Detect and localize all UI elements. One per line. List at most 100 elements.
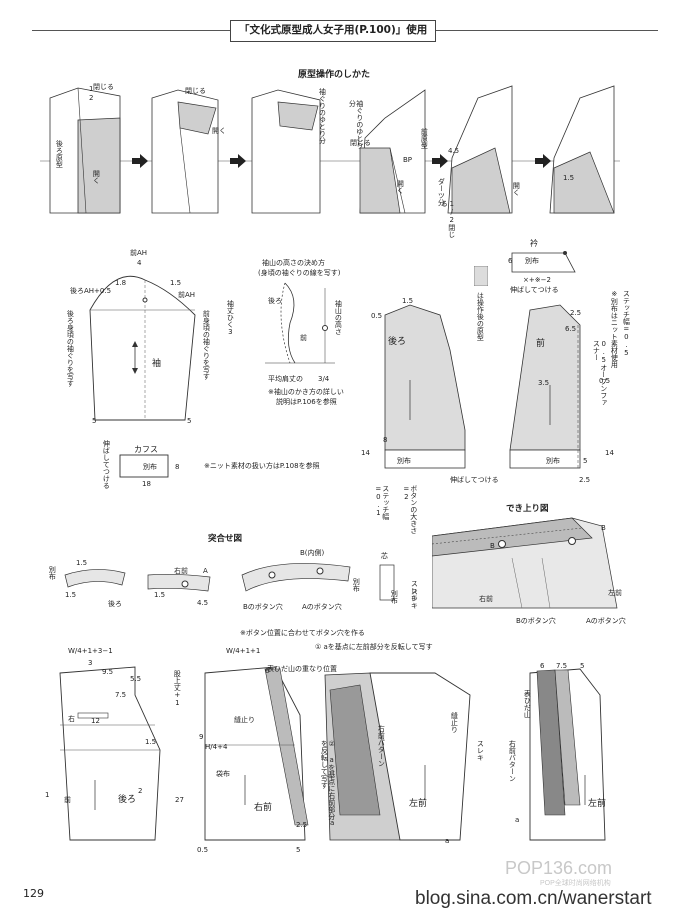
sleeve-front-ah: 前AH bbox=[130, 249, 148, 257]
pattern-ops-diagram bbox=[40, 85, 620, 214]
cap-front: 前 bbox=[300, 334, 307, 342]
button-stitch: ステッチ幅=0.1 bbox=[374, 485, 390, 520]
pants-n95: 9.5 bbox=[102, 668, 114, 676]
cuff-fabric: 別布 bbox=[143, 463, 157, 471]
finished-b2: B bbox=[490, 542, 495, 550]
pants-w-formula-2: W/4+1+1 bbox=[226, 647, 261, 655]
sleeve-front-ah-2: 前AH bbox=[178, 291, 196, 299]
finished-illustration bbox=[432, 517, 618, 609]
pants-left-front-2: 左前 bbox=[588, 799, 607, 809]
finished-left-front: 左前 bbox=[608, 589, 622, 597]
pants-n15: 1.5 bbox=[145, 738, 157, 746]
label-front-base: 前原型 bbox=[420, 128, 429, 149]
asm-fabric-3: 別布 bbox=[390, 590, 399, 604]
label-half-close: 1/2閉じる bbox=[440, 200, 456, 238]
bodice-n14b: 14 bbox=[605, 449, 614, 457]
label-dart: ダーツ分 bbox=[437, 178, 446, 206]
bodice-front: 前 bbox=[536, 339, 546, 349]
pants-w-formula: W/4+1+3−1 bbox=[68, 647, 113, 655]
pants-front: 前 bbox=[64, 796, 71, 804]
label-n2: 2 bbox=[89, 94, 94, 102]
bodice-fabric-1: 別布 bbox=[397, 457, 411, 465]
cap-note-1: ※袖山のかき方の詳しい bbox=[268, 388, 344, 396]
pants-overlap: 表ひだ山の重なり位置 bbox=[267, 665, 337, 673]
watermark-sub: POP全球时尚网络机构 bbox=[540, 880, 611, 887]
assembly-title: 突合せ図 bbox=[208, 534, 243, 544]
asm-a: A bbox=[203, 567, 208, 575]
sleeve-label: 袖 bbox=[152, 359, 162, 369]
pants-pocket: 袋布 bbox=[216, 770, 230, 778]
gray-swatch bbox=[474, 266, 488, 286]
bodice-n25: 2.5 bbox=[570, 309, 582, 317]
pants-diagram bbox=[59, 666, 606, 841]
sleeve-n18: 1.8 bbox=[115, 279, 127, 287]
pants-n5: 5 bbox=[296, 846, 301, 854]
asm-b-hole: Bのボタン穴 bbox=[243, 603, 283, 611]
pants-n25: 2.5 bbox=[296, 821, 308, 829]
pants-back: 後ろ bbox=[118, 795, 137, 805]
pants-right-front: 右前 bbox=[254, 803, 273, 813]
cap-back: 後ろ bbox=[268, 297, 282, 305]
pants-a1: a bbox=[330, 819, 335, 827]
collar-stretch: 伸ばしてつける bbox=[510, 286, 559, 294]
asm-n15b: 1.5 bbox=[65, 591, 77, 599]
label-15: 1.5 bbox=[563, 174, 575, 182]
asm-fabric: 別布 bbox=[48, 566, 57, 580]
pants-n75: 7.5 bbox=[115, 691, 127, 699]
collar-formula: ×+※−2 bbox=[523, 276, 551, 284]
label-bp: BP bbox=[403, 156, 413, 164]
label-close-1: 閉じる bbox=[93, 83, 114, 91]
sleeve-front-armhole-note: 前身頃の袖ぐりを写す bbox=[202, 310, 211, 380]
label-open-5: 開く bbox=[512, 182, 521, 196]
page-title: 「文化式原型成人女子用(P.100)」使用 bbox=[230, 20, 437, 42]
pants-h-formula: H/4+4 bbox=[205, 743, 228, 751]
pants-n75b: 7.5 bbox=[556, 662, 568, 670]
cap-subtitle: (身頃の袖ぐりの線を写す) bbox=[258, 269, 341, 277]
bodice-stretch: 伸ばしてつける bbox=[450, 476, 499, 484]
asm-b-inner: B(内側) bbox=[300, 549, 325, 557]
label-45: 4.5 bbox=[448, 147, 460, 155]
pants-side-stop-2: 縫止り bbox=[450, 712, 459, 733]
pants-n1: 1 bbox=[45, 791, 50, 799]
pants-n55: 5.5 bbox=[130, 675, 142, 683]
pants-n05: 0.5 bbox=[197, 846, 209, 854]
finished-right-front: 右前 bbox=[479, 595, 493, 603]
pattern-ops-title: 原型操作のしかた bbox=[298, 70, 371, 80]
collar-n6: 6 bbox=[508, 257, 513, 265]
cuff-stretch: 伸ばしてつける bbox=[102, 440, 111, 489]
bodice-n65: 6.5 bbox=[565, 325, 577, 333]
bodice-diagram bbox=[384, 304, 581, 469]
sleeve-back-ah: 後ろAH+0.5 bbox=[70, 287, 112, 295]
label-close-2: 閉じる bbox=[185, 87, 206, 95]
cap-avg: 平均肩丈の bbox=[268, 375, 303, 383]
watermark-logo: POP136.com bbox=[505, 858, 613, 878]
knit-note: ※ニット素材の扱い方はP.108を参照 bbox=[204, 462, 320, 470]
pants-right: 右 bbox=[68, 715, 75, 723]
asm-slit: スレキ bbox=[410, 588, 419, 609]
cap-note-2: 説明はP.106を参照 bbox=[276, 398, 337, 406]
label-armhole-ease: 袖ぐりのゆとり分 bbox=[318, 88, 327, 144]
bodice-n05b: 0.5 bbox=[599, 377, 611, 385]
collar-label: 衿 bbox=[530, 239, 538, 248]
gray-note: は操作後の原型 bbox=[476, 292, 485, 341]
bodice-n25b: 2.5 bbox=[579, 476, 591, 484]
finished-a-hole: Aのボタン穴 bbox=[586, 617, 626, 625]
sleeve-n4: 4 bbox=[137, 259, 142, 267]
asm-n45: 4.5 bbox=[197, 599, 209, 607]
label-close-3: 閉じる bbox=[350, 139, 371, 147]
asm-n15: 1.5 bbox=[76, 559, 88, 567]
bodice-fabric-2: 別布 bbox=[546, 457, 560, 465]
page-number: 129 bbox=[23, 887, 44, 900]
bodice-n15: 1.5 bbox=[402, 297, 414, 305]
sleeve-n5a: 5 bbox=[92, 417, 97, 425]
pants-step2: ② aを基点に右前部分を反転して写す bbox=[320, 740, 336, 820]
assembly-diagram bbox=[64, 563, 395, 601]
sleeve-n15: 1.5 bbox=[170, 279, 182, 287]
cuff-n8: 8 bbox=[175, 463, 180, 471]
blog-url: blog.sina.com.cn/wanerstart bbox=[415, 888, 652, 909]
cap-frac: 3/4 bbox=[318, 375, 330, 383]
bodice-back: 後ろ bbox=[388, 337, 407, 347]
pants-slit: スレキ bbox=[476, 740, 485, 761]
cap-title: 袖山の高さの決め方 bbox=[262, 259, 325, 267]
asm-back: 後ろ bbox=[108, 600, 122, 608]
